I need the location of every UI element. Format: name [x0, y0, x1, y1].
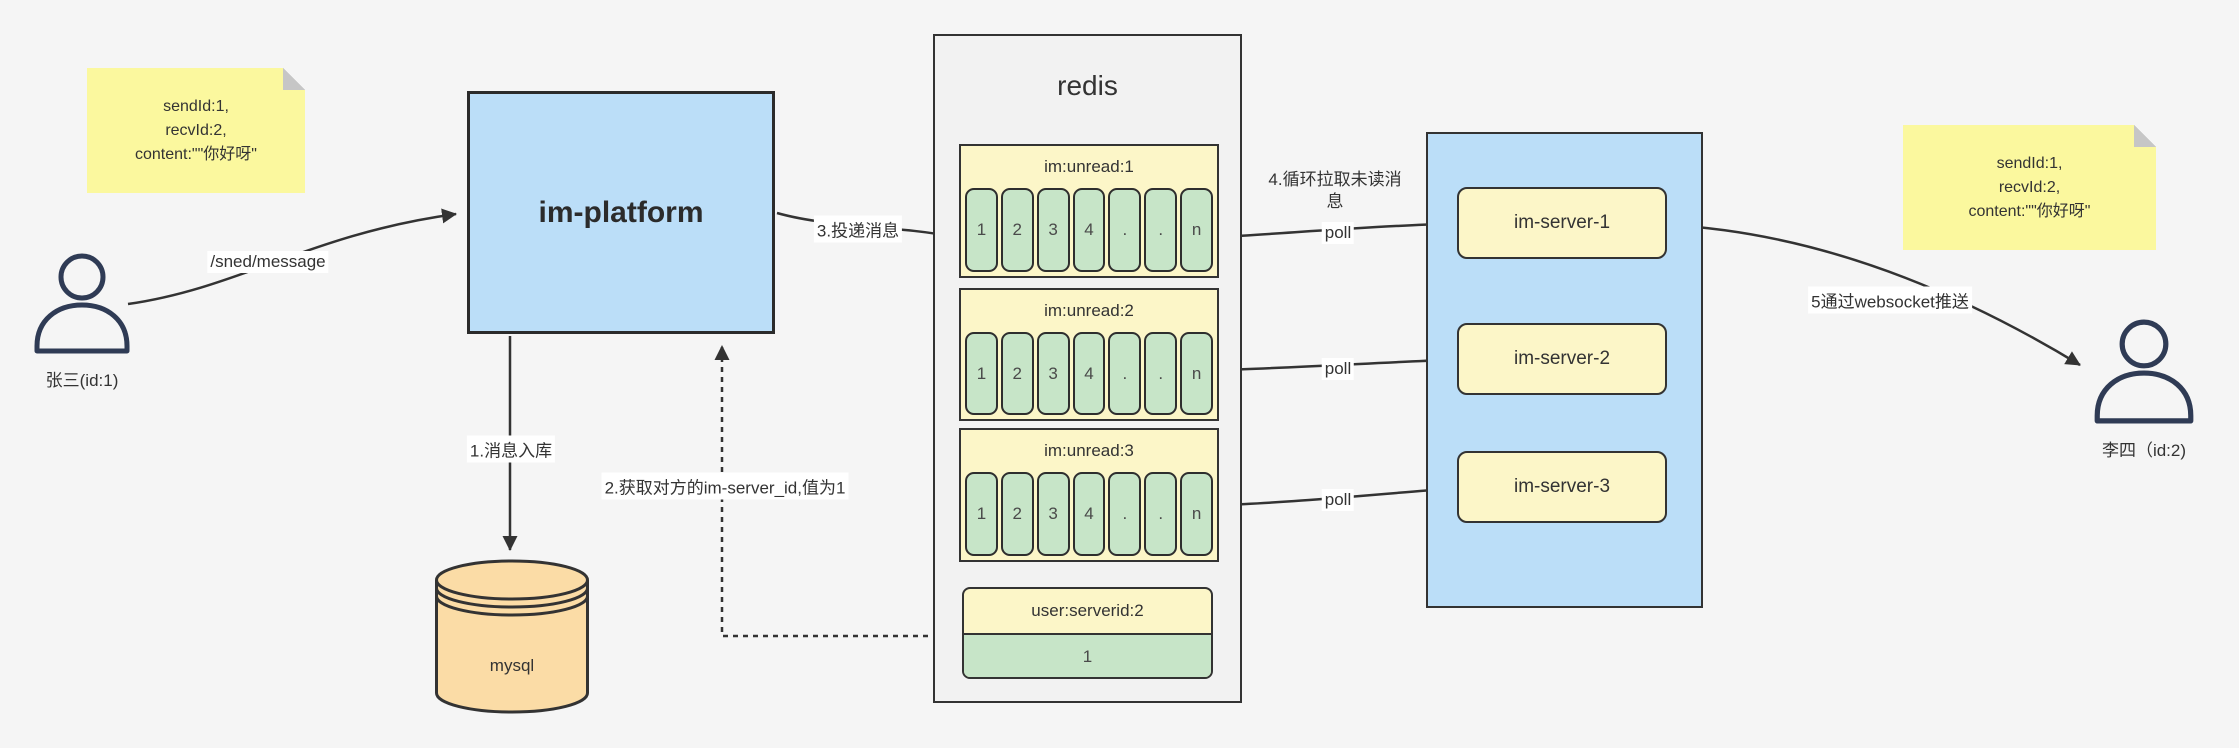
queue-cell: .: [1108, 332, 1142, 415]
queue-im-unread-3: im:unread:3 1 2 3 4 . . n: [959, 428, 1219, 562]
queue-cell: .: [1144, 472, 1178, 556]
queue-cell: 2: [1000, 188, 1034, 272]
note-text: sendId:1, recvId:2, content:""你好呀": [87, 68, 305, 193]
edge-label-lookup: 2.获取对方的im-server_id,值为1: [601, 472, 849, 500]
edge-label-poll-1: poll: [1321, 222, 1355, 244]
queue-cell: 1: [965, 472, 998, 556]
note-line: recvId:2,: [165, 121, 227, 139]
edge-label-pull: 4.循环拉取未读消息: [1268, 170, 1402, 211]
kv-value: 1: [964, 633, 1211, 677]
queue-cell: 4: [1072, 472, 1106, 556]
kv-user-serverid: user:serverid:2 1: [962, 587, 1213, 679]
user-icon: [2094, 319, 2194, 424]
sticky-note-left: sendId:1, recvId:2, content:""你好呀": [87, 68, 305, 193]
im-server-1-node: im-server-1: [1457, 187, 1667, 259]
queue-cell: n: [1180, 472, 1214, 556]
note-line: sendId:1,: [163, 97, 229, 115]
im-server-label: im-server-3: [1513, 476, 1611, 497]
queue-cell: .: [1144, 188, 1178, 272]
edge-label-deliver: 3.投递消息: [813, 215, 903, 243]
note-text: sendId:1, recvId:2, content:""你好呀": [1903, 125, 2156, 250]
queue-cell: .: [1144, 332, 1178, 415]
queue-cell: 3: [1036, 332, 1070, 415]
redis-title: redis: [1057, 70, 1118, 101]
note-line: content:""你好呀": [135, 145, 257, 163]
queue-cells: 1 2 3 4 . . n: [961, 332, 1217, 419]
receiver-label: 李四（id:2): [2101, 441, 2187, 460]
queue-header: im:unread:3: [1044, 441, 1134, 460]
im-server-label: im-server-2: [1513, 348, 1611, 369]
kv-key-label: user:serverid:2: [1031, 601, 1144, 620]
user-icon: [34, 253, 130, 354]
queue-header: im:unread:2: [1044, 301, 1134, 320]
im-platform-label: im-platform: [538, 195, 704, 229]
receiver-actor: 李四（id:2): [2086, 318, 2202, 461]
queue-cell: 2: [1000, 332, 1034, 415]
im-server-label: im-server-1: [1513, 212, 1611, 233]
mysql-node: [433, 558, 591, 716]
edge-label-push: 5通过websocket推送: [1808, 286, 1972, 314]
note-fold-icon: [2134, 125, 2156, 147]
im-platform-node: im-platform: [467, 91, 775, 334]
queue-cell: 1: [965, 332, 998, 415]
queue-cell: 2: [1000, 472, 1034, 556]
edge-label-store: 1.消息入库: [466, 435, 556, 463]
queue-cells: 1 2 3 4 . . n: [961, 472, 1217, 560]
edge-label-poll-2: poll: [1321, 358, 1355, 380]
note-line: content:""你好呀": [1968, 202, 2091, 220]
queue-im-unread-2: im:unread:2 1 2 3 4 . . n: [959, 288, 1219, 421]
queue-cell: .: [1108, 188, 1142, 272]
note-line: recvId:2,: [1998, 178, 2061, 196]
database-cylinder-icon: [435, 559, 589, 714]
mysql-label: mysql: [489, 656, 535, 675]
queue-cell: 1: [965, 188, 998, 272]
note-line: sendId:1,: [1996, 154, 2063, 172]
queue-cells: 1 2 3 4 . . n: [961, 188, 1217, 276]
im-server-2-node: im-server-2: [1457, 323, 1667, 395]
queue-im-unread-1: im:unread:1 1 2 3 4 . . n: [959, 144, 1219, 278]
note-fold-icon: [283, 68, 305, 90]
edge-label-poll-3: poll: [1321, 489, 1355, 511]
sender-label: 张三(id:1): [45, 371, 119, 390]
edge-label-send: /sned/message: [207, 251, 329, 273]
queue-header: im:unread:1: [1044, 157, 1134, 176]
sticky-note-right: sendId:1, recvId:2, content:""你好呀": [1903, 125, 2156, 250]
queue-cell: 3: [1036, 472, 1070, 556]
queue-cell: n: [1180, 332, 1214, 415]
im-server-3-node: im-server-3: [1457, 451, 1667, 523]
queue-cell: 4: [1072, 332, 1106, 415]
queue-cell: 3: [1036, 188, 1070, 272]
queue-cell: .: [1108, 472, 1142, 556]
queue-cell: n: [1180, 188, 1214, 272]
queue-cell: 4: [1072, 188, 1106, 272]
sender-actor: 张三(id:1): [28, 252, 136, 391]
